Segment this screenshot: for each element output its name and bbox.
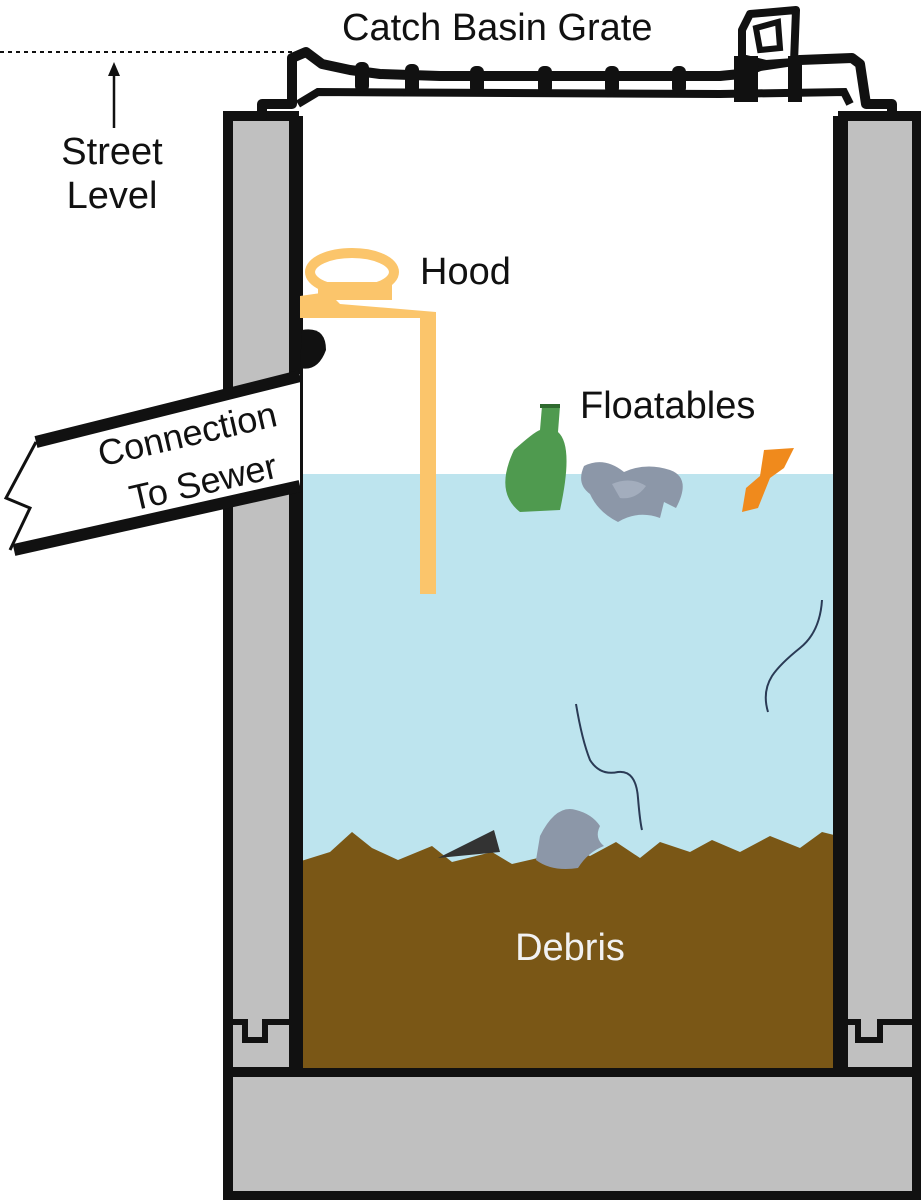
hood — [300, 248, 436, 594]
plastic-bag-icon — [581, 462, 683, 522]
right-wall — [838, 111, 921, 1200]
left-wall — [223, 111, 299, 1200]
debris-label: Debris — [515, 927, 625, 969]
bottle-icon — [505, 404, 567, 512]
street-level-label-line1: Street — [61, 131, 163, 173]
catch-basin-grate — [232, 6, 897, 121]
leaf-icon — [742, 448, 794, 512]
catch-basin-grate-label: Catch Basin Grate — [342, 7, 652, 49]
street-level-arrow — [108, 62, 120, 128]
floatables-label: Floatables — [580, 385, 755, 427]
hood-label: Hood — [420, 251, 511, 293]
sewer-pipe — [3, 370, 302, 556]
concrete-walls — [223, 111, 921, 1200]
street-level-label-line2: Level — [67, 175, 158, 217]
bottom-slab — [223, 1067, 921, 1200]
debris-mound — [298, 832, 838, 1068]
fiber-center — [575, 703, 643, 831]
stone-icon — [438, 830, 500, 858]
fiber-right — [764, 599, 823, 713]
cup-icon — [536, 809, 604, 869]
